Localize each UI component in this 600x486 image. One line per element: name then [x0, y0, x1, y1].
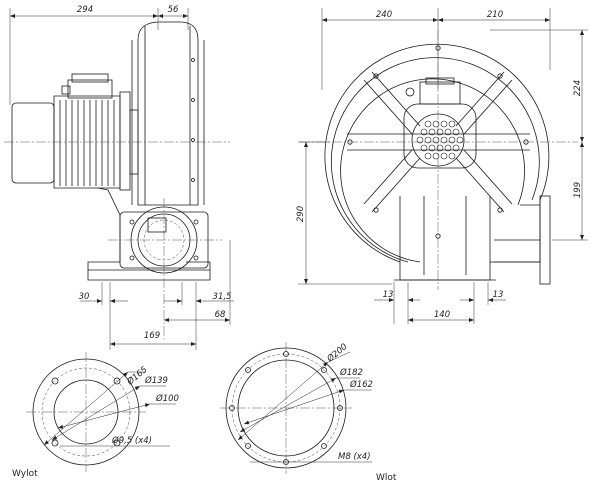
motor [11, 73, 139, 191]
outlet-caption: Wylot [12, 469, 38, 479]
inlet-d-bolt-circle: Ø182 [339, 367, 363, 378]
dim-right-half: 210 [487, 10, 503, 20]
dim-base-gap: 31,5 [213, 292, 232, 302]
fan-housing-side [131, 21, 205, 206]
dim-total-width: 294 [77, 5, 93, 15]
dim-housing-width: 56 [168, 5, 179, 15]
outlet-d-holes: Ø9,5 (x4) [111, 435, 152, 446]
outlet-flange-detail: Ø165 Ø139 Ø100 Ø9,5 (x4) Wylot [12, 352, 179, 479]
outlet-d-bolt-circle: Ø139 [144, 375, 168, 386]
dim-foot-right: 13 [493, 290, 504, 300]
inlet-d-outer: Ø200 [324, 341, 349, 365]
front-view: 240 210 [296, 8, 588, 324]
dim-foot-left: 13 [383, 290, 394, 300]
dim-top-height: 224 [573, 80, 583, 96]
dim-base-length: 169 [144, 331, 160, 341]
dim-flange-offset: 68 [215, 310, 226, 320]
dim-outlet-height: 199 [573, 182, 583, 198]
dim-foot-span: 140 [434, 310, 450, 320]
inlet-d-holes: M8 (x4) [338, 452, 371, 462]
dim-foot-offset: 30 [79, 292, 90, 302]
fan-housing-front [324, 43, 551, 285]
inlet-flange-detail: Ø200 Ø182 Ø162 M8 (x4) Wlot [220, 341, 397, 483]
outlet-d-inner: Ø100 [155, 393, 179, 404]
dim-total-height: 290 [296, 206, 306, 222]
inlet-d-inner: Ø162 [349, 379, 373, 390]
dim-left-half: 240 [376, 10, 392, 20]
inlet-caption: Wlot [376, 473, 397, 483]
outlet-flange-side [108, 198, 222, 340]
side-view: 294 56 [4, 5, 234, 350]
